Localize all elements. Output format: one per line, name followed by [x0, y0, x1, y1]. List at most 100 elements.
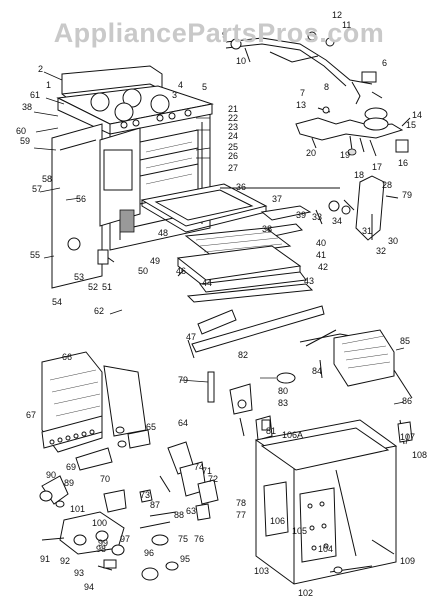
- part-number-label: 89: [64, 478, 74, 488]
- part-number-label: 24: [228, 131, 238, 141]
- part-number-label: 64: [178, 418, 188, 428]
- part-number-label: 30: [388, 236, 398, 246]
- part-number-label: 96: [144, 548, 154, 558]
- part-number-label: 87: [150, 500, 160, 510]
- side-panel-lower: [41, 351, 147, 453]
- part-number-label: 11: [342, 20, 351, 30]
- part-number-label: 57: [32, 184, 42, 194]
- part-number-label: 52: [88, 282, 98, 292]
- part-number-label: 18: [354, 170, 364, 180]
- part-number-label: 59: [20, 136, 30, 146]
- part-number-label: 13: [296, 100, 306, 110]
- part-number-label: 12: [332, 10, 342, 20]
- part-number-label: 62: [94, 306, 104, 316]
- part-number-label: 102: [298, 588, 313, 598]
- broil-burner: [299, 329, 413, 399]
- part-number-label: 56: [76, 194, 86, 204]
- part-number-label: 27: [228, 163, 238, 173]
- part-number-label: 37: [272, 194, 282, 204]
- part-number-label: 76: [194, 534, 204, 544]
- part-number-label: 105: [292, 526, 307, 536]
- part-number-label: 79: [178, 375, 188, 385]
- part-number-label: 46: [176, 266, 186, 276]
- part-number-label: 93: [74, 568, 84, 578]
- part-number-label: 60: [16, 126, 26, 136]
- storage-drawer: [254, 419, 413, 585]
- trim-strips: [187, 305, 325, 359]
- part-number-label: 54: [52, 297, 62, 307]
- part-number-label: 69: [66, 462, 76, 472]
- part-number-label: 8: [324, 82, 329, 92]
- part-number-label: 31: [362, 226, 372, 236]
- part-number-label: 39: [296, 210, 306, 220]
- part-number-label: 43: [304, 276, 314, 286]
- part-number-label: 6: [382, 58, 387, 68]
- part-number-label: 26: [228, 151, 238, 161]
- part-number-label: 79: [402, 190, 412, 200]
- part-number-label: 83: [278, 398, 288, 408]
- part-number-label: 21: [228, 104, 238, 114]
- part-number-label: 85: [400, 336, 410, 346]
- part-number-label: 10: [236, 56, 246, 66]
- part-number-label: 34: [332, 216, 342, 226]
- part-number-label: 48: [158, 228, 168, 238]
- part-number-label: 106A: [282, 430, 303, 440]
- part-number-label: 70: [100, 474, 110, 484]
- part-number-label: 53: [74, 272, 84, 282]
- part-number-label: 19: [340, 150, 350, 160]
- part-number-label: 94: [84, 582, 94, 592]
- leader-lines: [33, 71, 409, 445]
- burner-manifold-assembly: [225, 31, 411, 157]
- part-number-label: 84: [312, 366, 322, 376]
- part-number-label: 78: [236, 498, 246, 508]
- part-number-label: 9: [222, 30, 227, 40]
- part-number-label: 98: [96, 544, 106, 554]
- part-number-label: 25: [228, 142, 238, 152]
- part-number-label: 74: [194, 462, 204, 472]
- part-number-label: 42: [318, 262, 328, 272]
- part-number-label: 33: [312, 212, 322, 222]
- part-number-label: 67: [26, 410, 36, 420]
- part-number-label: 72: [208, 474, 218, 484]
- part-number-label: 55: [30, 250, 40, 260]
- oven-door: [140, 183, 268, 233]
- part-number-label: 99: [98, 538, 108, 548]
- part-number-label: 86: [402, 396, 412, 406]
- part-number-label: 81: [266, 426, 276, 436]
- range-cabinet: [51, 65, 214, 289]
- manifold-parts: [39, 426, 219, 581]
- gas-valves: [207, 371, 296, 441]
- part-number-label: 97: [120, 534, 130, 544]
- part-number-label: 22: [228, 113, 238, 123]
- part-number-label: 4: [178, 80, 183, 90]
- part-number-label: 7: [300, 88, 305, 98]
- part-number-label: 14: [412, 110, 422, 120]
- part-number-label: 63: [186, 506, 196, 516]
- part-number-label: 3: [172, 90, 177, 100]
- part-number-label: 75: [178, 534, 188, 544]
- part-number-label: 44: [202, 278, 212, 288]
- part-number-label: 66: [62, 352, 72, 362]
- part-number-label: 92: [60, 556, 70, 566]
- part-number-label: 38: [262, 224, 272, 234]
- part-number-label: 77: [236, 510, 246, 520]
- part-number-label: 2: [38, 64, 43, 74]
- part-number-label: 51: [102, 282, 112, 292]
- part-number-label: 61: [30, 90, 40, 100]
- part-number-label: 108: [412, 450, 427, 460]
- part-number-label: 36: [236, 182, 246, 192]
- part-number-label: 49: [150, 256, 160, 266]
- part-number-label: 23: [228, 122, 238, 132]
- hinge-and-brackets: [220, 175, 399, 241]
- part-number-label: 95: [180, 554, 190, 564]
- part-number-label: 73: [140, 490, 150, 500]
- part-number-label: 82: [238, 350, 248, 360]
- part-number-label: 5: [202, 82, 207, 92]
- part-number-label: 91: [40, 554, 50, 564]
- part-number-label: 28: [382, 180, 392, 190]
- part-number-label: 106: [270, 516, 285, 526]
- part-number-label: 47: [186, 332, 196, 342]
